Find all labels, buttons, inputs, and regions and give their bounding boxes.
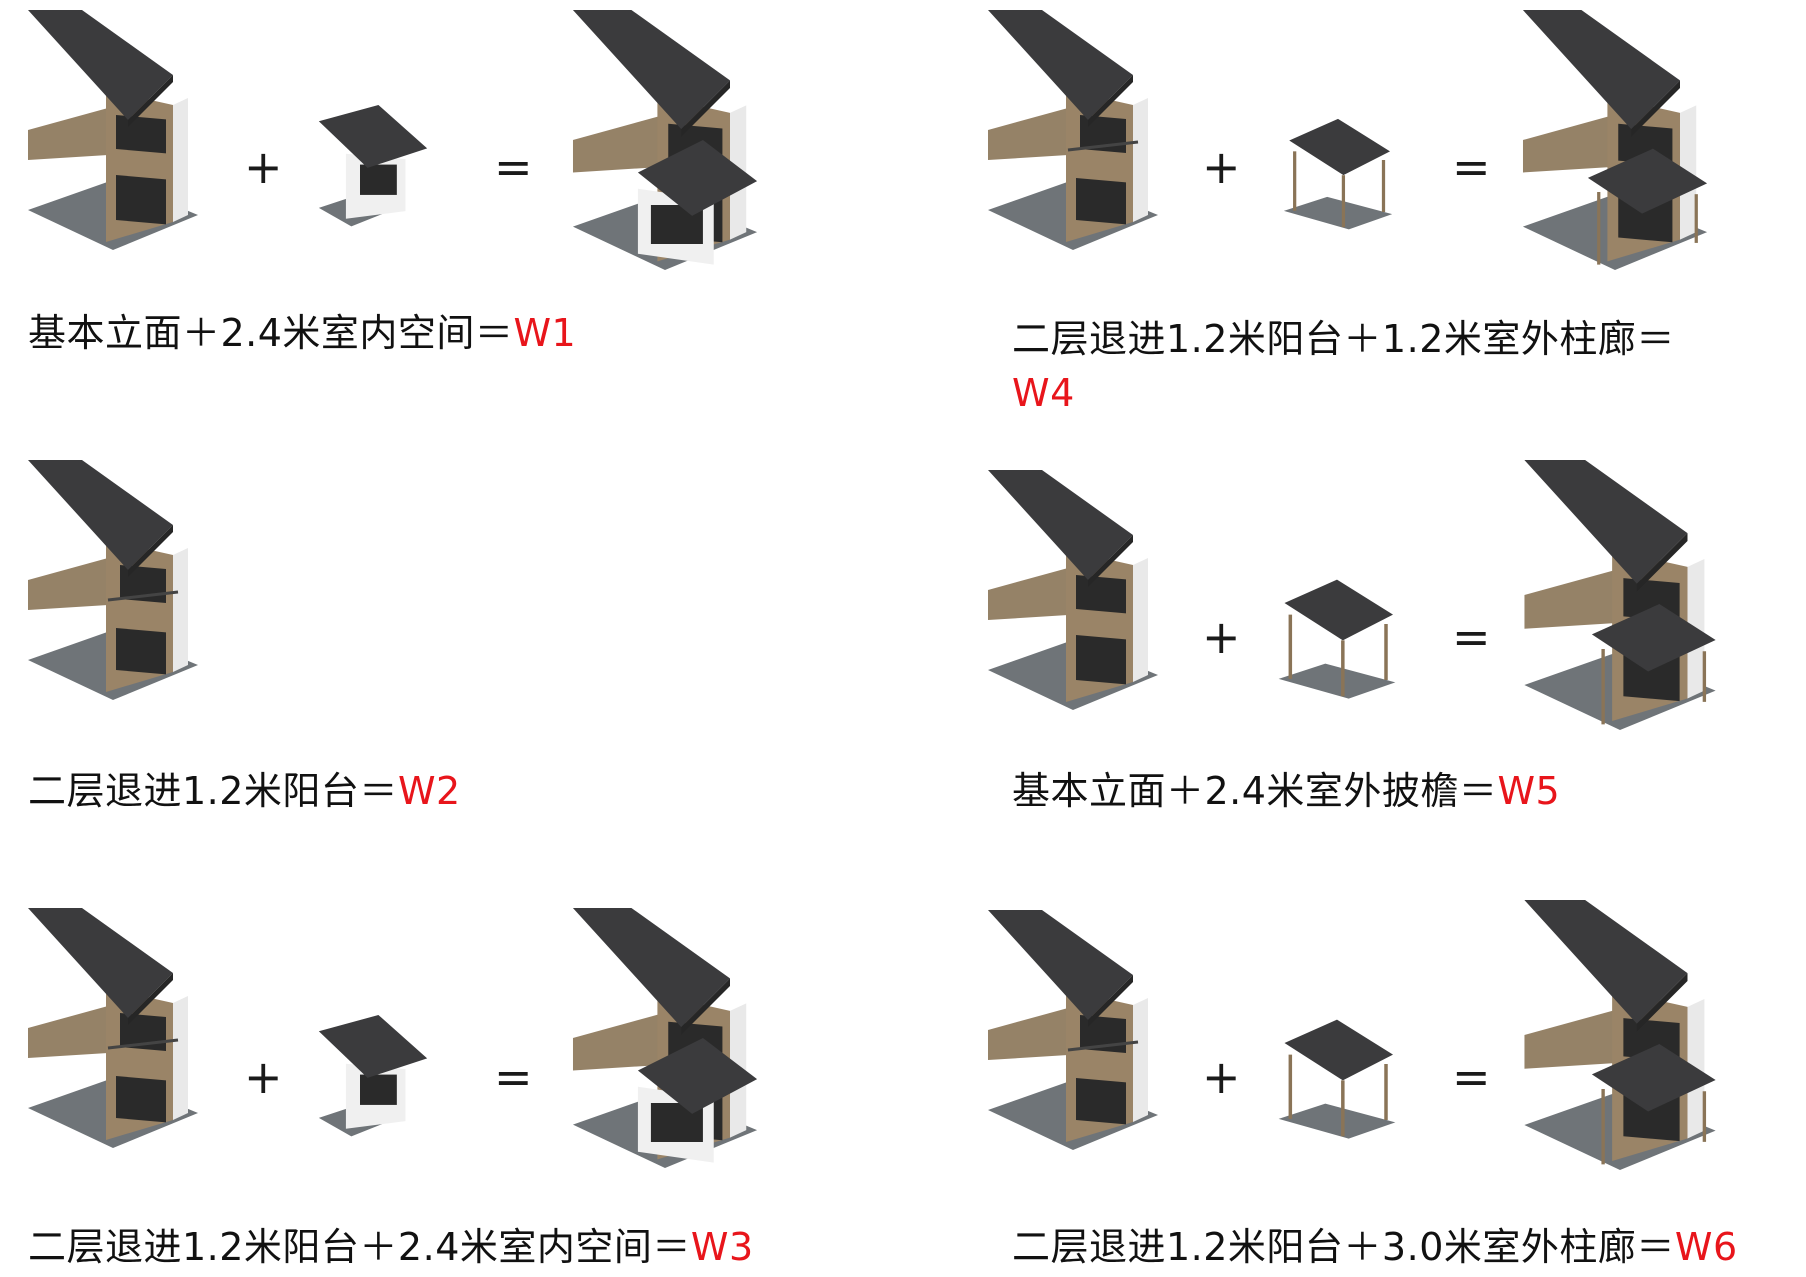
result-building bbox=[565, 10, 765, 270]
caption-text: 基本立面＋2.4米室内空间＝ bbox=[28, 311, 514, 355]
eave-addon bbox=[1272, 568, 1402, 708]
colonnade-addon bbox=[1278, 108, 1398, 238]
variant-code: W1 bbox=[513, 311, 577, 355]
variant-code: W4 bbox=[1012, 371, 1075, 415]
result-building bbox=[1520, 460, 1720, 730]
variant-code: W6 bbox=[1674, 1225, 1738, 1269]
colonnade-addon bbox=[1272, 1008, 1402, 1148]
variant-code: W3 bbox=[690, 1225, 754, 1269]
variant-code: W2 bbox=[397, 769, 461, 813]
variant-code: W5 bbox=[1497, 769, 1561, 813]
result-building bbox=[1520, 10, 1710, 270]
indoor-room-addon bbox=[318, 105, 428, 235]
result-building bbox=[1520, 900, 1720, 1170]
equals-operator: = bbox=[1452, 140, 1491, 194]
balcony-facade-building bbox=[28, 908, 198, 1148]
indoor-room-addon bbox=[318, 1015, 428, 1145]
panel-caption: 二层退进1.2米阳台＋1.2米室外柱廊＝ W4 bbox=[1012, 312, 1732, 420]
equals-operator: = bbox=[1452, 1050, 1491, 1104]
caption-text: 二层退进1.2米阳台＋3.0米室外柱廊＝ bbox=[1012, 1225, 1675, 1269]
panel-caption: 基本立面＋2.4米室外披檐＝W5 bbox=[1012, 764, 1560, 818]
panel-caption: 二层退进1.2米阳台＋3.0米室外柱廊＝W6 bbox=[1012, 1220, 1738, 1274]
plus-operator: + bbox=[244, 1050, 283, 1104]
caption-text: 基本立面＋2.4米室外披檐＝ bbox=[1012, 769, 1498, 813]
panel-caption: 二层退进1.2米阳台＝W2 bbox=[28, 764, 461, 818]
balcony-facade-building bbox=[988, 910, 1158, 1150]
plus-operator: + bbox=[244, 140, 283, 194]
equals-operator: = bbox=[1452, 610, 1491, 664]
caption-text: 二层退进1.2米阳台＋2.4米室内空间＝ bbox=[28, 1225, 691, 1269]
balcony-facade-building bbox=[988, 10, 1158, 250]
base-facade-building bbox=[28, 10, 198, 250]
base-facade-building bbox=[988, 470, 1158, 710]
plus-operator: + bbox=[1202, 140, 1241, 194]
panel-caption: 基本立面＋2.4米室内空间＝W1 bbox=[28, 306, 576, 360]
panel-caption: 二层退进1.2米阳台＋2.4米室内空间＝W3 bbox=[28, 1220, 754, 1274]
caption-text: 二层退进1.2米阳台＋1.2米室外柱廊＝ bbox=[1012, 317, 1675, 361]
equals-operator: = bbox=[494, 1050, 533, 1104]
caption-text: 二层退进1.2米阳台＝ bbox=[28, 769, 398, 813]
plus-operator: + bbox=[1202, 1050, 1241, 1104]
equals-operator: = bbox=[494, 140, 533, 194]
balcony-facade-building bbox=[28, 460, 198, 700]
plus-operator: + bbox=[1202, 610, 1241, 664]
result-building bbox=[565, 908, 765, 1168]
